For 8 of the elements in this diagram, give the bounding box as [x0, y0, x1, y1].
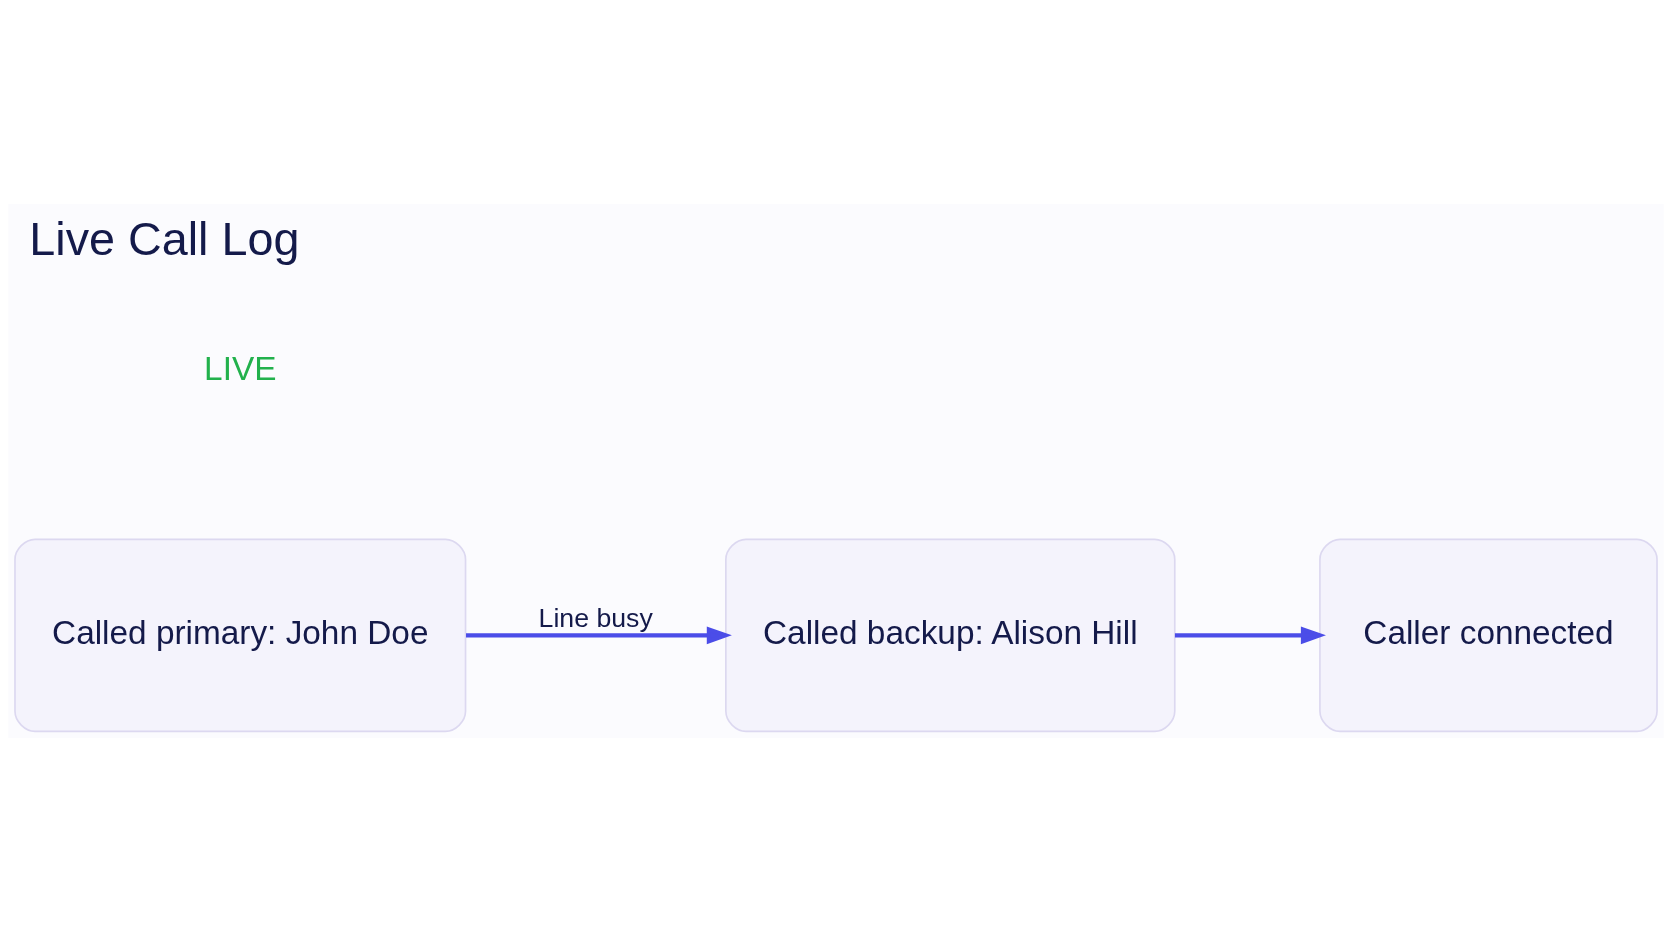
node-box: Caller connected — [1319, 538, 1658, 732]
label: LIVE — [204, 349, 277, 387]
arrow — [466, 626, 732, 644]
arrow — [1174, 626, 1326, 644]
node-box: Called primary: John Doe — [14, 538, 467, 732]
edge-label: Line busy — [538, 602, 653, 633]
node-box: Called backup: Alison Hill — [725, 538, 1176, 732]
diagram-title: Live Call Log — [29, 212, 300, 265]
